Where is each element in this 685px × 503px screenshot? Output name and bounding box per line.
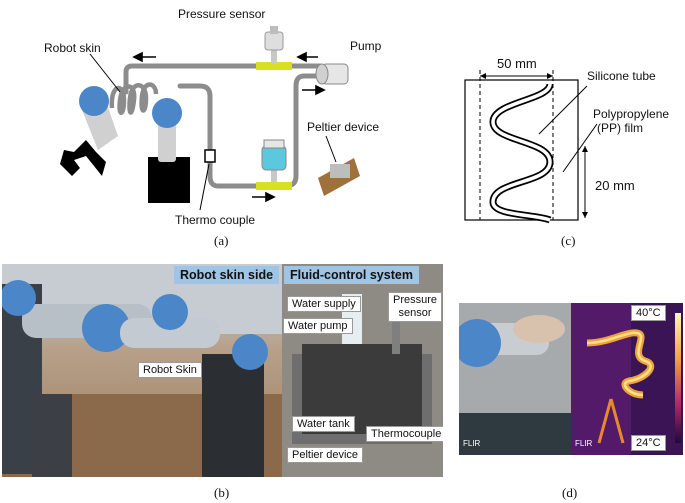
header-fluid-side: Fluid-control system xyxy=(284,266,419,284)
caption-b: (b) xyxy=(214,485,230,500)
label-water-tank: Water tank xyxy=(292,416,355,432)
pressure-sensor-top-icon xyxy=(256,26,292,70)
panel-b-photo: Robot skin side Fluid-control system Rob… xyxy=(2,264,443,477)
temp-low-label: 24°C xyxy=(631,435,666,451)
robot-skin-coil xyxy=(109,82,159,115)
label-width: 50 mm xyxy=(497,56,537,71)
label-silicone-tube: Silicone tube xyxy=(587,69,656,83)
photo-scene xyxy=(2,264,443,477)
label-peltier-device-photo: Peltier device xyxy=(287,447,364,463)
label-water-pump: Water pump xyxy=(283,318,353,334)
label-pressure-sensor-photo: Pressure sensor xyxy=(388,292,443,322)
label-robot-skin-photo: Robot Skin xyxy=(138,362,202,378)
label-pp-film-1: Polypropylene xyxy=(593,107,669,121)
tubing xyxy=(123,63,345,189)
flow-arrows xyxy=(132,51,326,203)
pressure-sensor-line-2: sensor xyxy=(398,307,432,319)
pump-icon xyxy=(315,63,349,85)
label-pressure-sensor: Pressure sensor xyxy=(178,7,265,21)
label-robot-skin: Robot skin xyxy=(44,41,101,55)
photo-and-thermal xyxy=(459,303,683,455)
water-tank-icon xyxy=(256,139,292,190)
label-height: 20 mm xyxy=(595,178,635,193)
peltier-device-icon xyxy=(318,158,360,196)
label-thermo-couple: Thermo couple xyxy=(175,213,255,227)
label-water-supply: Water supply xyxy=(287,296,361,312)
caption-d: (d) xyxy=(562,485,578,500)
temp-high-label: 40°C xyxy=(631,305,666,321)
flir-logo-left: FLIR xyxy=(463,439,481,448)
panel-d-photo: 40°C 24°C FLIR FLIR xyxy=(459,303,683,455)
label-peltier-device: Peltier device xyxy=(307,120,379,134)
panel-c-diagram: 50 mm Silicone tube Polypropylene (PP) f… xyxy=(464,56,669,224)
label-pp-film-2: (PP) film xyxy=(597,121,643,135)
label-pump: Pump xyxy=(350,39,382,53)
panel-a-diagram: Pressure sensor Robot skin Pump Peltier … xyxy=(44,7,382,227)
label-thermocouple: Thermocouple xyxy=(366,426,443,442)
leader-lines xyxy=(89,53,337,211)
header-robot-side: Robot skin side xyxy=(174,266,280,284)
flir-logo-right: FLIR xyxy=(575,439,593,448)
pressure-sensor-line-1: Pressure xyxy=(393,294,438,306)
caption-a: (a) xyxy=(214,233,229,248)
thermocouple-icon xyxy=(204,149,216,163)
robot-arm-icon xyxy=(60,86,190,203)
caption-c: (c) xyxy=(561,233,576,248)
